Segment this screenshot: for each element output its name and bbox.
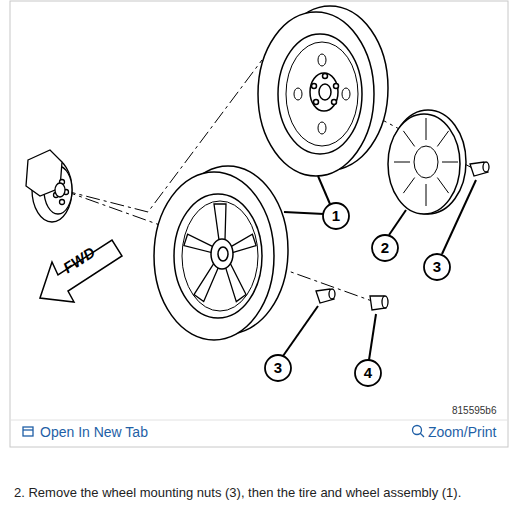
callout-number: 1 [326, 207, 346, 225]
callout-number: 2 [375, 239, 395, 257]
lug-nuts [316, 162, 489, 310]
tire-wheel-alloy [154, 166, 288, 340]
link-text: Open In New Tab [40, 424, 148, 440]
instruction-caption: 2. Remove the wheel mounting nuts (3), t… [14, 485, 461, 500]
link-text: Zoom/Print [428, 424, 496, 440]
leader-lines [283, 176, 476, 360]
callout-circles [265, 203, 450, 386]
forward-arrow [40, 240, 122, 302]
figure-reference: 815595b6 [452, 405, 497, 416]
callout-number: 3 [427, 258, 447, 276]
wheel-cover [388, 110, 466, 214]
tire-wheel-steel [258, 6, 388, 176]
brake-assembly [26, 150, 72, 222]
callout-number: 4 [358, 364, 378, 382]
callout-number: 3 [268, 359, 288, 377]
direction-label: FWD [60, 243, 98, 276]
figure-frame [10, 1, 508, 447]
frame-divider [10, 420, 508, 421]
